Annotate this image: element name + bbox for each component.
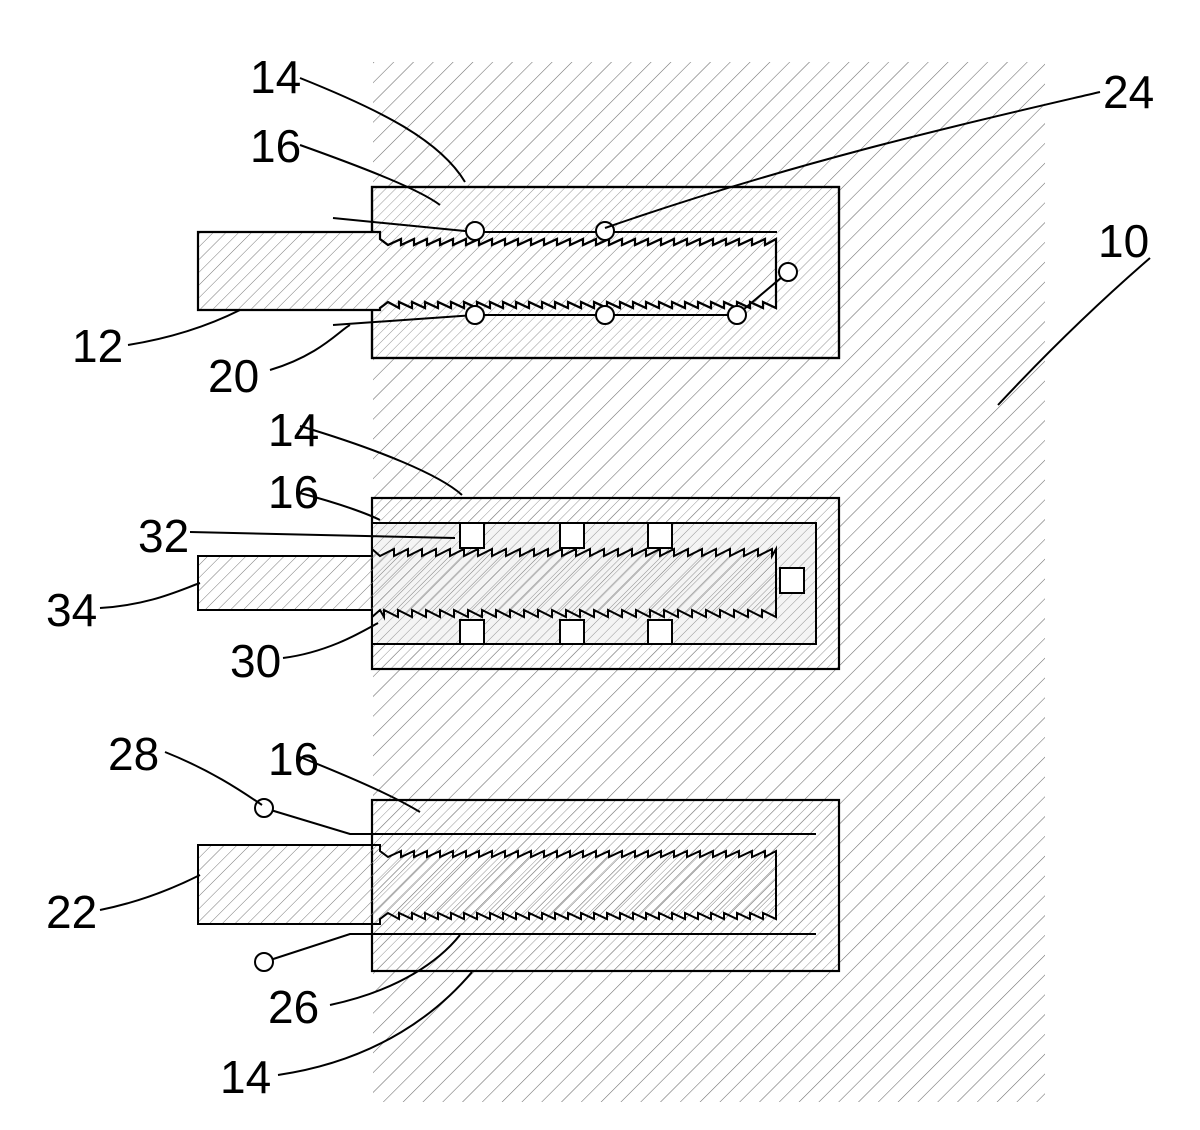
ref-label-32: 32 (138, 510, 189, 562)
conductor-node (465, 305, 485, 325)
ref-label-16-top: 16 (250, 120, 301, 172)
recess-slot (459, 619, 485, 645)
bottom-lead (263, 933, 372, 963)
conductor-node (595, 221, 615, 241)
ref-label-16-bottom: 16 (268, 733, 319, 785)
ref-label-14-bottom: 14 (220, 1051, 271, 1103)
recess-slot (459, 522, 485, 549)
conductor-node (727, 305, 747, 325)
bottom-bolt (197, 844, 777, 925)
ref-label-28: 28 (108, 728, 159, 780)
ref-label-12: 12 (72, 320, 123, 372)
ref-label-14-middle: 14 (268, 404, 319, 456)
ref-label-26: 26 (268, 981, 319, 1033)
ref-label-34: 34 (46, 584, 97, 636)
ref-label-10: 10 (1098, 215, 1149, 267)
ref-label-14-top: 14 (250, 51, 301, 103)
recess-slot (647, 619, 673, 645)
bottom-assembly (197, 798, 841, 973)
middle-assembly (197, 496, 841, 671)
recess-slot (559, 522, 585, 549)
top-assembly (196, 185, 841, 360)
bottom-lead (263, 807, 372, 835)
conductor-node (595, 305, 615, 325)
middle-bolt (197, 545, 777, 621)
leader-lines (99, 77, 1151, 1076)
end-recess (779, 567, 805, 594)
conductor-node (465, 221, 485, 241)
ref-label-22: 22 (46, 886, 97, 938)
reference-numerals: 14 24 16 10 12 20 14 16 32 34 30 28 16 2… (46, 51, 1154, 1103)
top-conductor-wire (332, 217, 777, 233)
top-bolt-hatch (197, 231, 777, 311)
ref-label-16-middle: 16 (268, 466, 319, 518)
conductor-node (778, 262, 798, 282)
recess-slot (559, 619, 585, 645)
recess-slot (647, 522, 673, 549)
lead-terminal (254, 952, 274, 972)
ref-label-20: 20 (208, 350, 259, 402)
ref-label-30: 30 (230, 635, 281, 687)
ref-label-24: 24 (1103, 66, 1154, 118)
